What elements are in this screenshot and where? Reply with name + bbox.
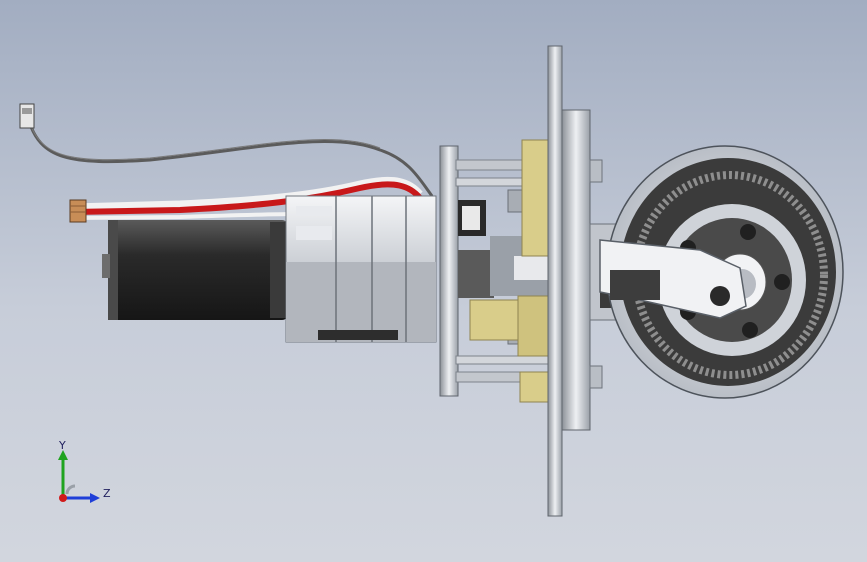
crank-arm — [599, 239, 747, 319]
y-axis-label: Y — [59, 439, 66, 452]
coordinate-triad[interactable]: Y Z — [40, 438, 120, 510]
y-axis-arrow-icon — [58, 450, 68, 460]
main-mounting-plate — [547, 45, 603, 517]
cable — [26, 117, 434, 197]
triad-arc — [65, 484, 76, 495]
triad-axes — [58, 450, 100, 503]
rear-flange-plate — [439, 145, 459, 397]
connector-plug — [19, 103, 35, 129]
z-axis-label: Z — [103, 487, 111, 500]
power-wires — [69, 176, 423, 223]
planetary-gearbox — [285, 195, 437, 343]
z-axis-arrow-icon — [90, 493, 100, 503]
x-axis-dot-icon — [59, 494, 67, 502]
coupling-hub — [458, 200, 554, 298]
dc-motor — [102, 220, 288, 320]
